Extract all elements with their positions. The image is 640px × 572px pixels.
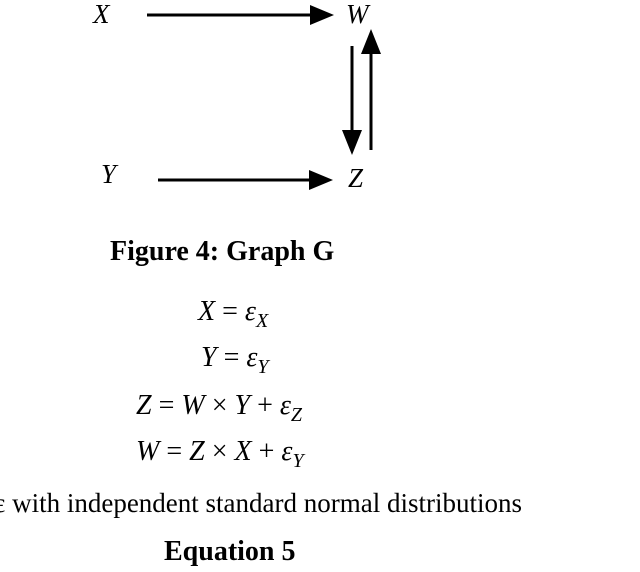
eq2-equals: = (223, 342, 240, 373)
node-y: Y (101, 159, 117, 189)
eq4-subscript: Y (292, 450, 304, 472)
eq3-plus: + (257, 390, 273, 421)
figure-caption: Figure 4: Graph G (110, 236, 335, 267)
eq4-lhs: W (136, 436, 160, 467)
eq3-lhs: Z (136, 390, 152, 421)
equation-3: Z = W × Y + εZ (136, 390, 303, 426)
distribution-note: ε with independent standard normal distr… (0, 488, 523, 518)
eq3-term-b: Y (234, 390, 251, 421)
node-w: W (346, 0, 369, 29)
edge-z-to-w (361, 29, 381, 150)
eq4-equals: = (166, 436, 183, 467)
eq2-subscript: Y (257, 356, 269, 378)
eq2-lhs: Y (201, 342, 217, 373)
eq3-equals: = (158, 390, 175, 421)
eq3-term-a: W (181, 390, 205, 421)
eq1-subscript: X (255, 310, 269, 332)
eq4-term-b: X (234, 436, 252, 467)
eq4-times: × (211, 436, 228, 467)
edge-w-to-z (342, 46, 362, 155)
edge-x-to-w (147, 5, 334, 25)
eq1-equals: = (222, 296, 238, 327)
eq3-epsilon: ε (279, 390, 291, 421)
node-x: X (93, 0, 110, 29)
eq3-times: × (211, 390, 228, 421)
eq2-epsilon: ε (246, 342, 258, 373)
eq4-term-a: Z (189, 436, 205, 467)
node-z: Z (348, 163, 364, 193)
eq4-epsilon: ε (281, 436, 293, 467)
eq3-subscript: Z (290, 404, 303, 426)
eq4-plus: + (258, 436, 275, 467)
equation-4: W = Z × X + εY (136, 436, 304, 472)
eq1-epsilon: ε (244, 296, 256, 327)
equation-caption: Equation 5 (164, 536, 296, 567)
eq1-lhs: X (198, 296, 216, 327)
equation-1: X = εX (198, 296, 269, 332)
edge-y-to-z (158, 170, 333, 190)
equation-2: Y = εY (201, 342, 269, 378)
